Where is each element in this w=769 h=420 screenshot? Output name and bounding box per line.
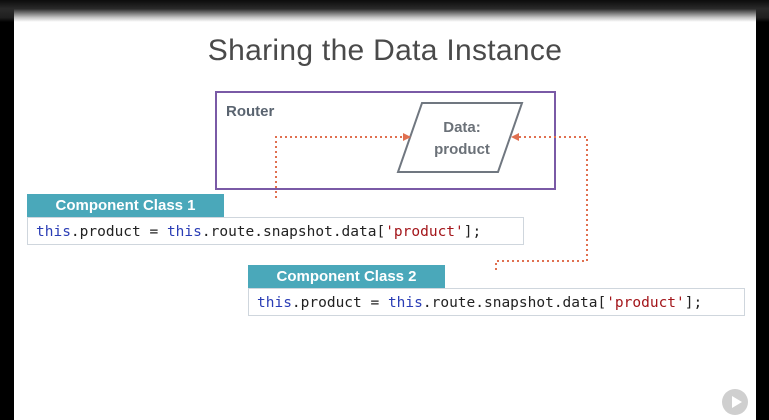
component-class-1-code: this.product = this.route.snapshot.data[… xyxy=(27,217,524,245)
arrow-component1-to-data xyxy=(275,133,411,198)
video-top-overlay xyxy=(0,0,769,22)
slide: Sharing the Data Instance Router Data: p… xyxy=(14,0,756,420)
arrow-component2-to-data xyxy=(495,133,588,270)
data-product-label: Data: product xyxy=(434,119,490,158)
component-class-1-label: Component Class 1 xyxy=(27,194,224,218)
component-class-2-code: this.product = this.route.snapshot.data[… xyxy=(248,288,745,316)
router-box xyxy=(215,91,556,190)
component-class-2-label: Component Class 2 xyxy=(248,265,445,289)
router-label: Router xyxy=(226,103,275,120)
play-icon[interactable] xyxy=(722,389,748,415)
data-parallelogram xyxy=(396,102,524,173)
slide-title: Sharing the Data Instance xyxy=(207,34,563,67)
diagram-connectors xyxy=(275,102,588,270)
